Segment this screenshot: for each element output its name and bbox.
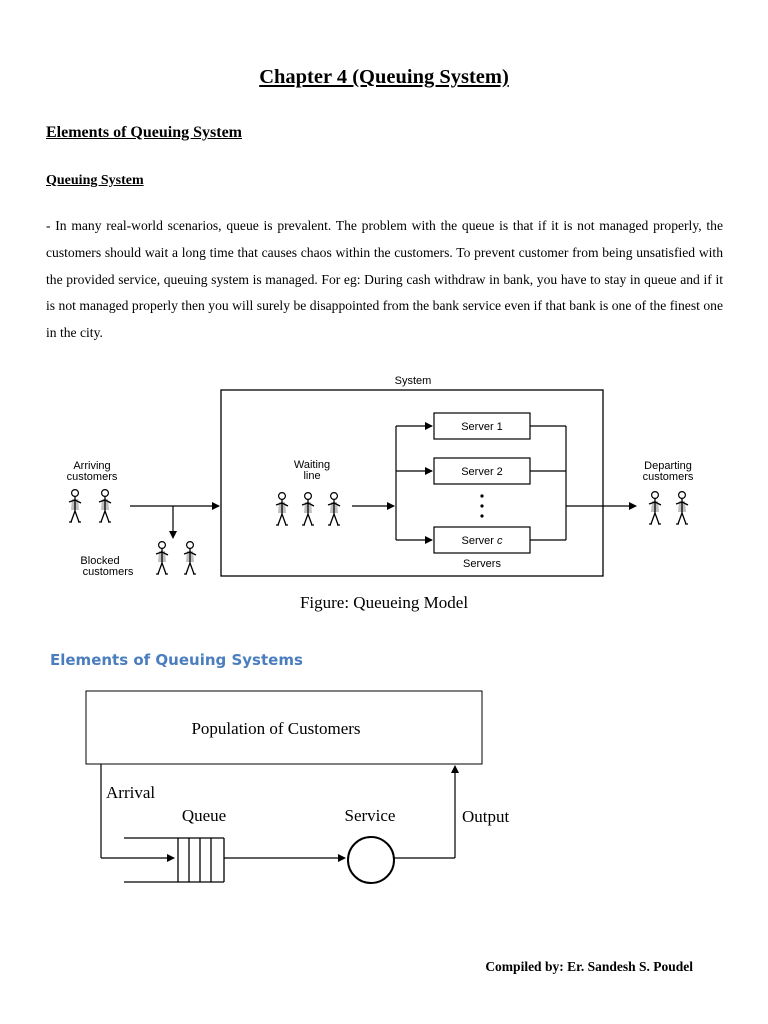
waiting-customers-icon (275, 491, 341, 526)
queue-label: Queue (182, 806, 226, 825)
server-c-label: Server c (462, 535, 503, 547)
population-box (85, 690, 483, 765)
departing-label-1: Departing (644, 460, 692, 472)
queue-icon (124, 837, 225, 883)
blocked-label-1: Blocked (80, 555, 119, 567)
waiting-label-1: Waiting (294, 459, 330, 471)
queueing-model-figure: System Arriving customers Blocked custom… (67, 375, 694, 578)
server-c-box (433, 526, 531, 554)
sub-heading: Queuing System (46, 173, 144, 188)
intro-paragraph: - In many real-world scenarios, queue is… (46, 218, 723, 341)
output-label: Output (462, 807, 510, 826)
arriving-label-2: customers (67, 471, 118, 483)
compiled-by: Compiled by: Er. Sandesh S. Poudel (485, 959, 693, 974)
departing-customers-icon (648, 490, 689, 525)
server-2-box (433, 457, 531, 485)
servers-label: Servers (463, 558, 501, 570)
section-heading: Elements of Queuing System (46, 124, 242, 141)
arrival-label: Arrival (106, 783, 155, 802)
service-label: Service (345, 806, 396, 825)
server-1-box (433, 412, 531, 440)
system-box (220, 389, 604, 577)
departing-label-2: customers (643, 471, 694, 483)
waiting-label-2: line (303, 470, 320, 482)
server-2-label: Server 2 (461, 466, 503, 478)
service-circle (347, 836, 395, 884)
blocked-customers-icon (155, 540, 197, 575)
arriving-label-1: Arriving (73, 460, 110, 472)
server-1-label: Server 1 (461, 421, 503, 433)
arriving-customers-icon (68, 488, 112, 523)
chapter-title: Chapter 4 (Queuing System) (259, 66, 509, 88)
elements-heading: Elements of Queuing Systems (50, 651, 303, 669)
system-label: System (395, 375, 432, 387)
elements-figure: Population of Customers Arrival Queue Se… (85, 690, 510, 884)
ellipsis-dots (480, 494, 484, 518)
blocked-label-2: customers (83, 566, 134, 578)
figure-caption: Figure: Queueing Model (299, 593, 469, 612)
population-label: Population of Customers (191, 719, 360, 738)
